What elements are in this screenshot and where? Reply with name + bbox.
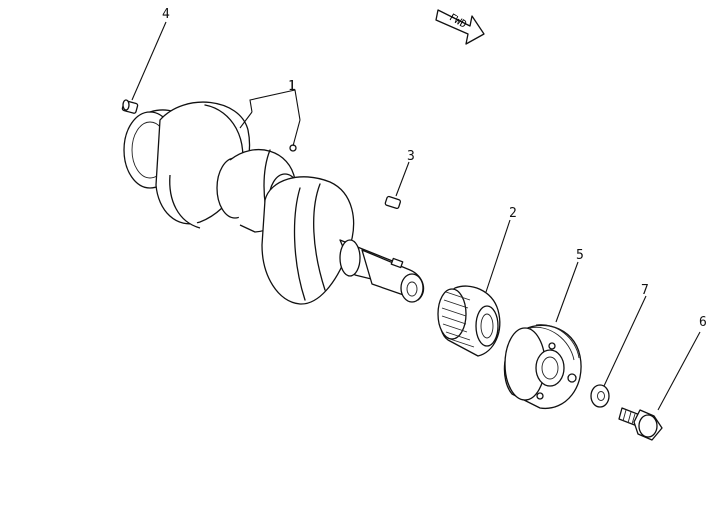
timing-gear [437, 285, 501, 357]
callout-timing-gear: 2 [509, 206, 517, 221]
fwd-arrow-icon: FWD [435, 9, 485, 45]
callout-crankshaft: 1 [288, 79, 296, 94]
callout-pin: 4 [162, 7, 170, 22]
crank-pulley [503, 324, 582, 409]
key [384, 195, 402, 210]
callout-key: 3 [407, 149, 415, 164]
washer [590, 384, 610, 408]
crankshaft [123, 101, 425, 305]
bolt [618, 407, 663, 441]
callout-pulley: 5 [576, 248, 584, 263]
dowel-pin [121, 99, 139, 114]
leader-lines [131, 21, 701, 411]
callout-washer: 7 [641, 283, 649, 298]
callout-bolt: 6 [699, 315, 707, 330]
